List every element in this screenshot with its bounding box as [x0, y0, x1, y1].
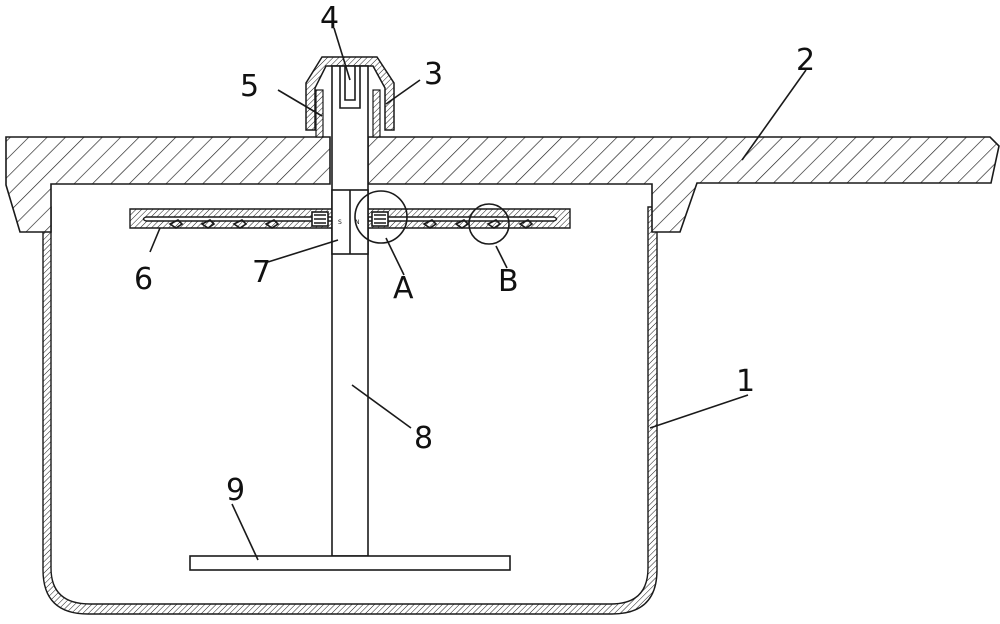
detail-circle-b	[468, 203, 510, 245]
magnet-mark-n: N	[355, 219, 360, 226]
leader-lines	[149, 27, 807, 561]
lid-with-handle-right	[367, 136, 1000, 233]
magnet-mark-s: S	[338, 219, 342, 226]
sleeve-right	[372, 89, 381, 138]
pot-body	[42, 206, 658, 615]
label-6: 6	[134, 262, 153, 297]
detail-circle-a	[354, 190, 408, 244]
label-1: 1	[736, 364, 755, 399]
label-8: 8	[414, 421, 433, 456]
label-9: 9	[226, 473, 245, 508]
cap	[305, 56, 395, 131]
label-5: 5	[240, 69, 259, 104]
label-7: 7	[252, 255, 271, 290]
stirrer-plate	[189, 555, 511, 571]
shaft	[331, 65, 369, 557]
label-2: 2	[796, 43, 815, 78]
shaft-top	[339, 66, 361, 109]
label-4: 4	[320, 1, 339, 36]
label-detail-b: B	[498, 264, 519, 299]
lid-with-handle	[5, 136, 331, 233]
label-detail-a: A	[393, 271, 414, 306]
label-3: 3	[424, 57, 443, 92]
sleeve-left	[315, 89, 324, 138]
